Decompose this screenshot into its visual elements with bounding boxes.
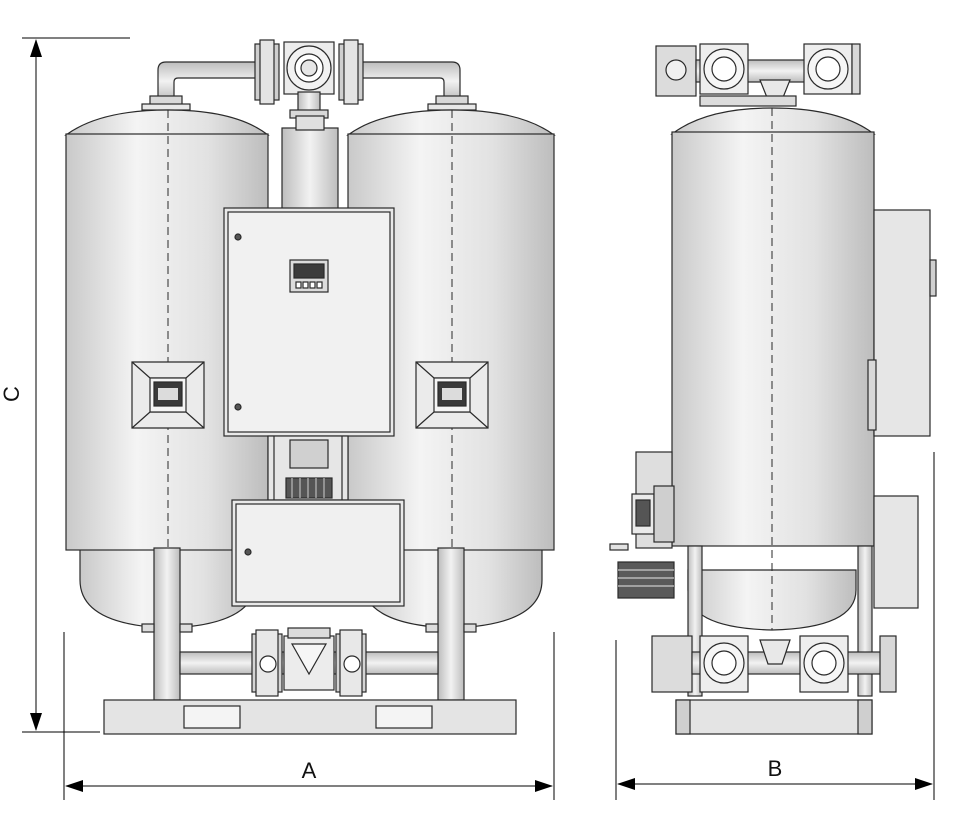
control-cabinet bbox=[223, 207, 395, 437]
dimension-label-a: A bbox=[302, 758, 317, 783]
side-vessel bbox=[670, 107, 876, 631]
side-view bbox=[609, 43, 937, 735]
side-bottom-piping bbox=[651, 635, 897, 693]
base-skid bbox=[103, 699, 517, 735]
support-legs bbox=[141, 547, 477, 701]
side-blower-motor bbox=[609, 451, 675, 599]
central-column bbox=[281, 127, 339, 213]
dimension-lines bbox=[22, 37, 935, 800]
heater-box bbox=[231, 499, 405, 607]
dimension-label-b: B bbox=[768, 756, 783, 781]
side-top-piping bbox=[655, 43, 861, 107]
top-valve-assembly bbox=[254, 39, 364, 119]
bottom-valve-assembly bbox=[179, 627, 439, 697]
side-base-skid bbox=[675, 699, 873, 735]
front-view bbox=[64, 39, 556, 735]
dimension-labels: C A B bbox=[0, 386, 782, 783]
blower-frame bbox=[267, 435, 349, 501]
side-control-cabinet bbox=[867, 209, 937, 609]
dimension-label-c: C bbox=[0, 386, 24, 402]
